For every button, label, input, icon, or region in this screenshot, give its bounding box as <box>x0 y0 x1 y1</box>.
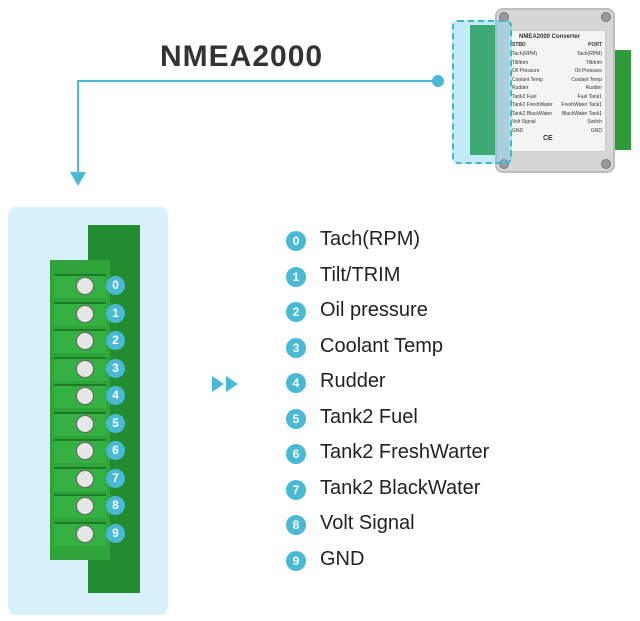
pin-label: Oil pressure <box>320 299 428 321</box>
pin-label: Tank2 BlackWater <box>320 476 481 499</box>
screw-icon <box>76 524 94 543</box>
pin-number-badge: 2 <box>286 302 306 322</box>
screw-icon <box>76 332 94 350</box>
screw-icon <box>76 277 94 295</box>
pin-number-badge: 1 <box>286 266 306 287</box>
terminal-number: 2 <box>106 331 125 350</box>
pin-label: Coolant Temp <box>320 334 444 357</box>
pin-label: Volt Signal <box>320 512 415 534</box>
device-row-left: Rudder <box>512 85 529 91</box>
device-row-left: Oil Pressure <box>512 68 540 74</box>
device-row-left: GND <box>512 127 524 134</box>
pin-number-badge: 3 <box>286 337 306 358</box>
diagram-title: NMEA2000 <box>160 40 324 73</box>
terminal-number: 8 <box>106 496 125 515</box>
terminal-number: 5 <box>106 413 125 433</box>
screw-icon <box>601 12 611 22</box>
device-row-left: Tank2 Fuel <box>512 93 537 100</box>
screw-icon <box>76 414 94 433</box>
pin-number-badge: 7 <box>286 479 306 500</box>
device-row-right: Coolant Temp <box>571 76 602 83</box>
pin-number-badge: 5 <box>286 408 306 429</box>
screw-icon <box>76 359 94 378</box>
device-label: NMEA2000 Converter STBD PORT Tach(RPM) Ta… <box>508 30 606 152</box>
screw-icon <box>601 159 611 169</box>
pin-label: Tank2 FreshWarter <box>320 441 490 463</box>
pin-label: Tilt/TRIM <box>320 263 401 286</box>
device-row-right: FreshWater Tank1 <box>561 102 602 108</box>
screw-icon <box>76 469 94 488</box>
terminal-number: 0 <box>106 276 125 295</box>
terminal-number: 1 <box>106 303 125 323</box>
device-row-left: Coolant Temp <box>512 76 543 83</box>
device-side-left: STBD <box>512 42 526 48</box>
device-row-right: Fuel Tank1 <box>577 93 602 100</box>
pin-label: GND <box>320 547 365 570</box>
ce-mark: CE <box>543 135 553 142</box>
screw-icon <box>76 304 94 323</box>
screw-icon <box>76 497 94 515</box>
pin-label: Rudder <box>320 370 386 392</box>
device-row-left: Tach(RPM) <box>512 51 538 57</box>
device-side-right: PORT <box>588 42 602 48</box>
pin-label: Tach(RPM) <box>320 228 421 250</box>
screw-icon <box>76 387 94 405</box>
pin-number-badge: 4 <box>286 373 306 393</box>
device-row-left: Tank2 BlackWater <box>512 110 553 117</box>
screw-icon <box>76 442 94 460</box>
device-row-right: Rudder <box>585 85 602 91</box>
pin-number-badge: 9 <box>286 550 306 571</box>
device-row-right: Switch <box>587 119 602 125</box>
screw-icon <box>499 159 509 169</box>
pin-number-badge: 6 <box>286 444 306 464</box>
device-row-right: Oil Pressure <box>574 68 602 74</box>
pin-label: Tank2 Fuel <box>320 405 418 428</box>
device-row-left: Tilt/trim <box>512 59 529 66</box>
device-row-right: BlackWater Tank1 <box>561 110 602 117</box>
device-row-right: Tilt/trim <box>585 59 602 66</box>
device-terminal-right <box>615 50 631 150</box>
device-row-left: Volt Signal <box>512 119 536 125</box>
device-terminal-left <box>470 25 495 155</box>
terminal-number: 4 <box>106 386 125 405</box>
terminal-number: 7 <box>106 468 125 488</box>
device-header: NMEA2000 Converter <box>519 34 581 40</box>
terminal-number: 3 <box>106 358 125 378</box>
device-row-right: Tach(RPM) <box>576 51 602 57</box>
terminal-highlight <box>452 20 512 164</box>
device-row-left: Tank2 FreshWater <box>512 102 553 108</box>
arrow-icon <box>212 376 224 392</box>
pin-number-badge: 0 <box>286 231 306 251</box>
pin-number-badge: 8 <box>286 515 306 535</box>
device-row-right: GND <box>590 127 602 134</box>
terminal-number: 9 <box>106 523 125 543</box>
terminal-number: 6 <box>106 441 125 460</box>
